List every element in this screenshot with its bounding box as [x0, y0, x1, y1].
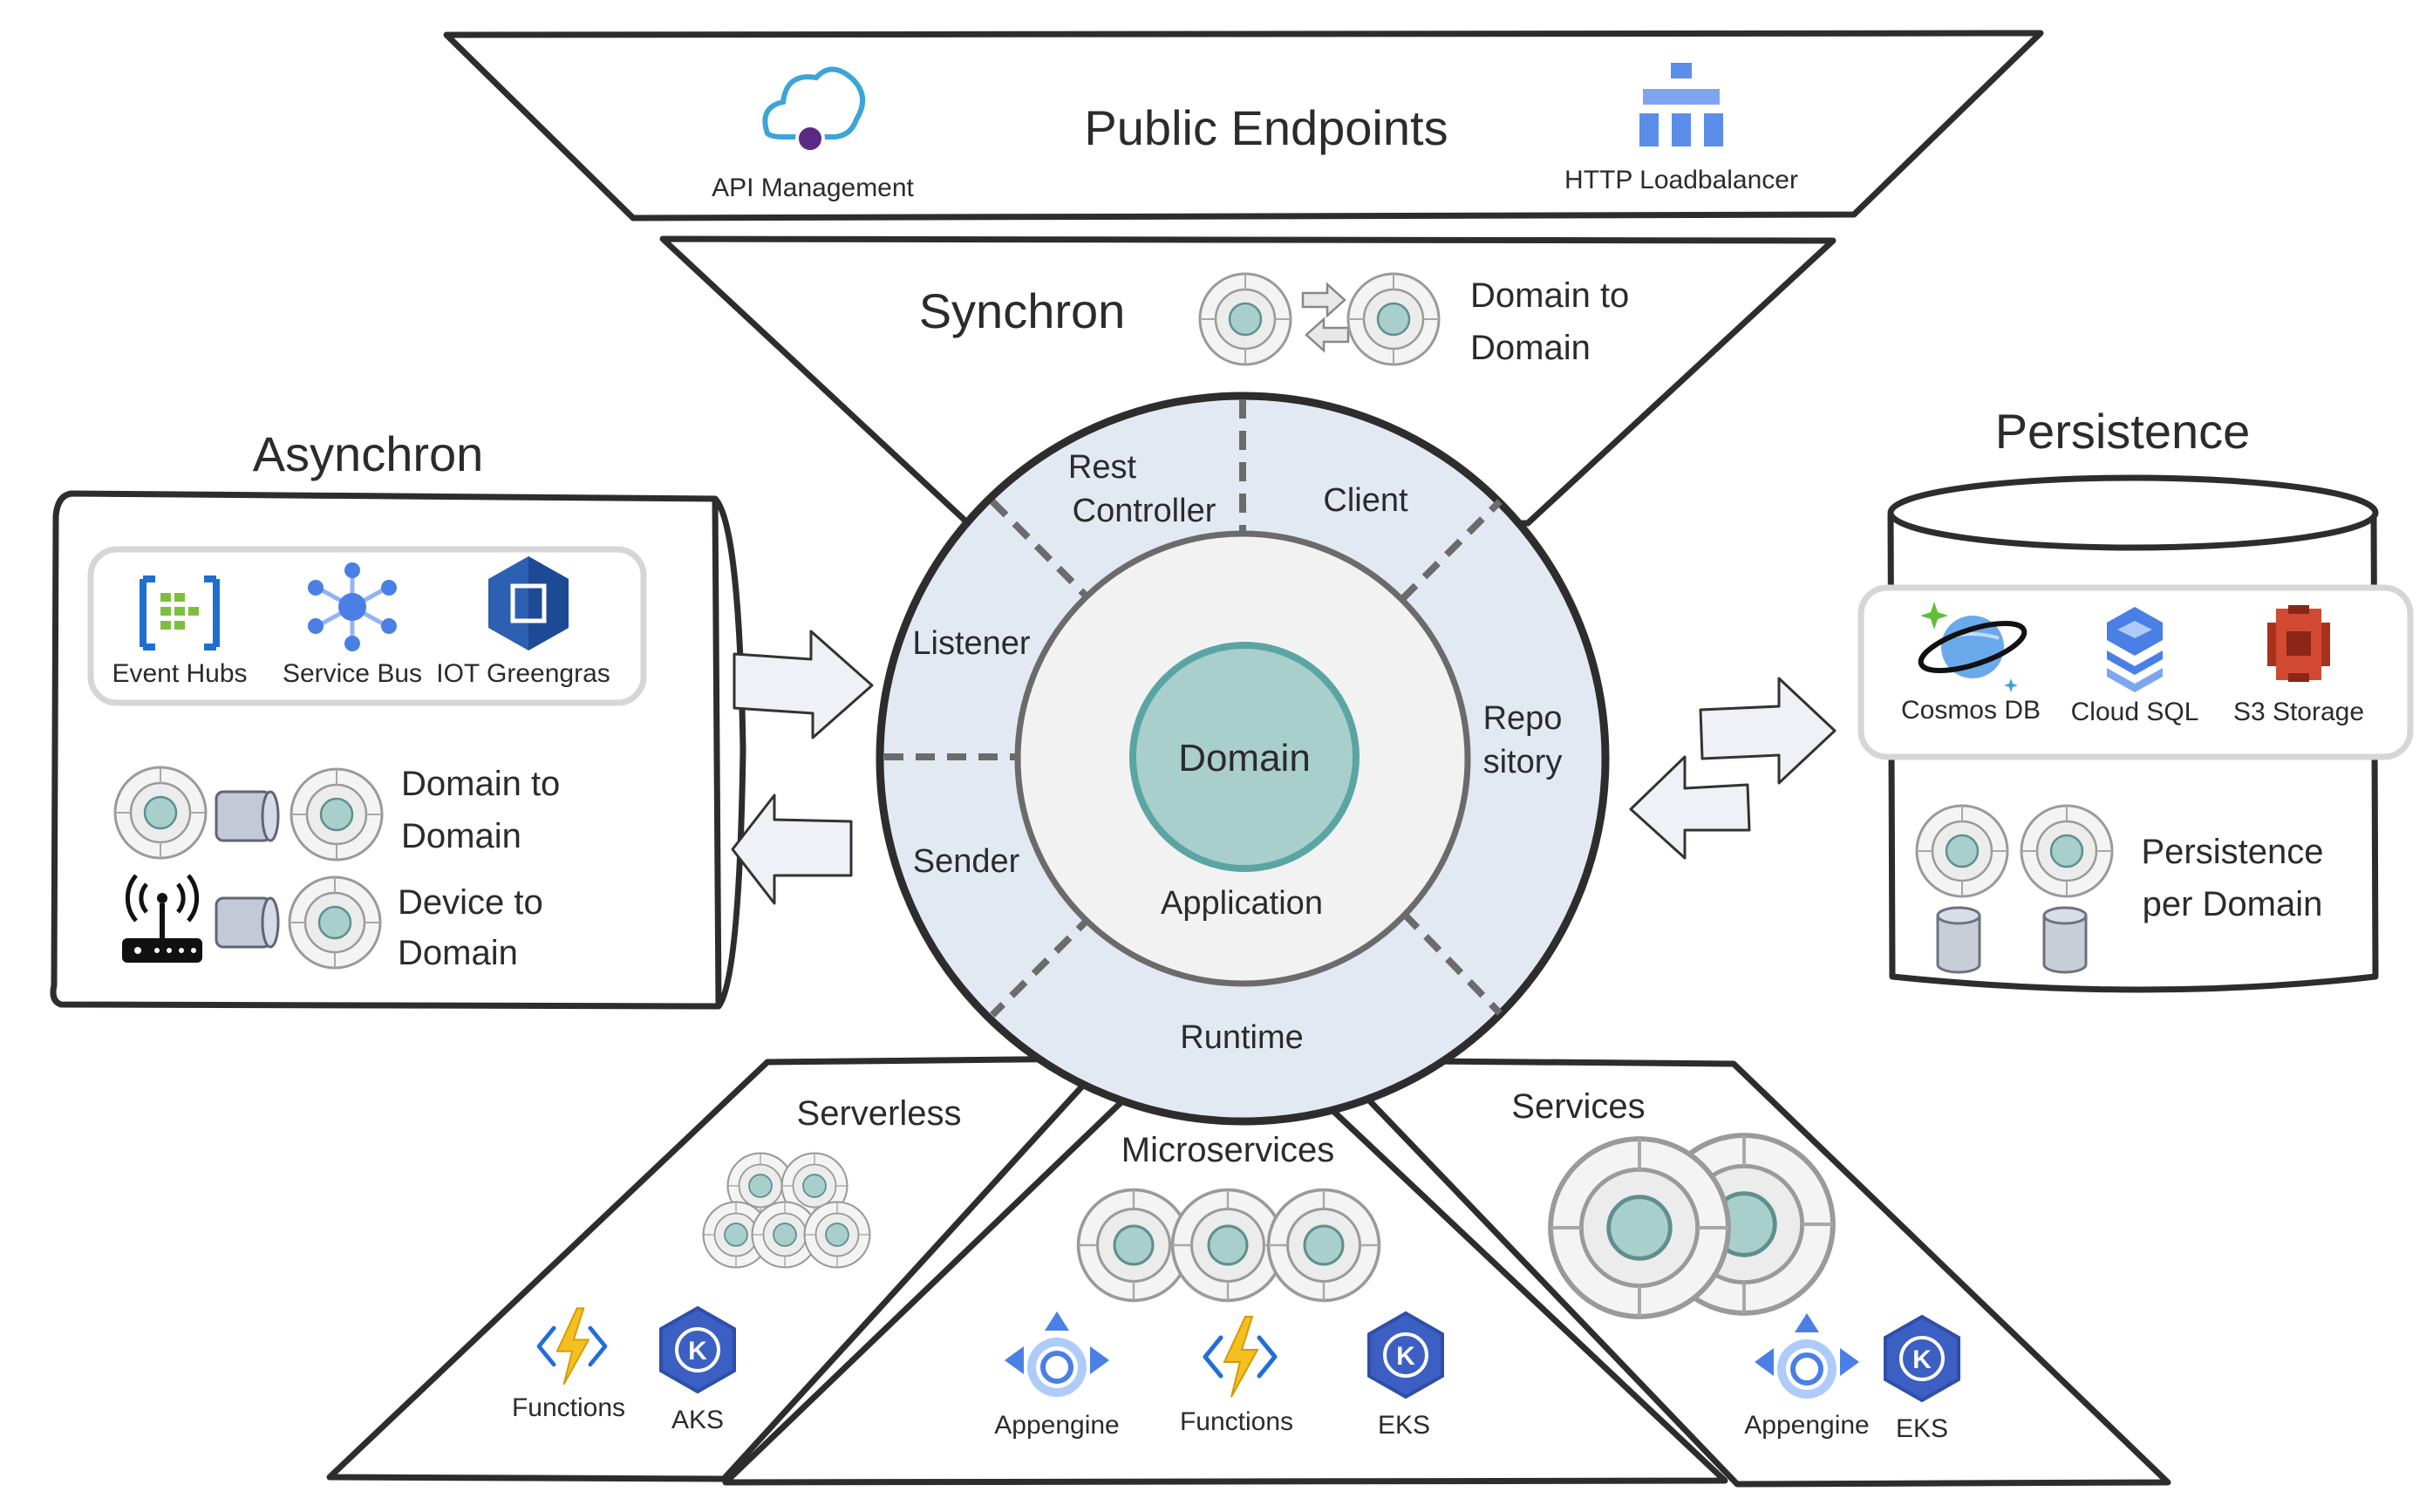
cloud-sql-icon [2107, 607, 2163, 692]
iot-greengrass-label: IOT Greengras [436, 659, 610, 688]
queue-icon [215, 790, 280, 842]
microservices-functions-label: Functions [1180, 1407, 1293, 1436]
device-to-domain-line1: Device to [398, 883, 543, 922]
iot-greengrass-icon [488, 556, 569, 650]
serverless-functions-label: Functions [512, 1393, 625, 1422]
microservices-title: Microservices [1121, 1131, 1334, 1169]
synchron-title: Synchron [919, 283, 1126, 338]
database-icon [1936, 906, 1981, 974]
persistence-inbound-arrow [1629, 755, 1751, 860]
domain-symbol-icon [1915, 804, 2009, 898]
async-inbound-arrow [733, 630, 874, 739]
sync-exchange-arrows-icon [1301, 282, 1350, 353]
service-bus-label: Service Bus [283, 659, 422, 688]
queue-icon [215, 896, 280, 949]
persistence-title: Persistence [1995, 404, 2251, 459]
synchron-domain-to-domain-line2: Domain [1470, 329, 1591, 367]
asynchron-title: Asynchron [253, 426, 484, 481]
services-appengine-label: Appengine [1744, 1411, 1869, 1440]
domain-circle [1129, 642, 1360, 872]
persistence-per-domain-line1: Persistence [2142, 833, 2324, 871]
domain-symbol-icon [1346, 272, 1441, 366]
persistence-panel: Persistence Cosmos DB Cloud SQL S3 Sto [1857, 404, 2414, 993]
repository-label-line1: Repo [1483, 700, 1563, 737]
synchron-domain-to-domain-line1: Domain to [1470, 276, 1629, 315]
services-title: Services [1511, 1087, 1645, 1126]
event-hubs-label: Event Hubs [112, 659, 247, 688]
domain-symbol-icon [113, 766, 208, 860]
domain-symbol-icon [2020, 804, 2114, 898]
http-loadbalancer-label: HTTP Loadbalancer [1564, 166, 1798, 194]
domain-symbol-icon [290, 767, 384, 862]
s3-storage-icon [2267, 605, 2330, 682]
services-domain-cluster [1550, 1135, 1833, 1317]
api-management-icon [762, 66, 865, 153]
repository-label-line2: sitory [1483, 744, 1563, 780]
microservices-appengine-label: Appengine [994, 1411, 1119, 1440]
runtime-label: Runtime [1180, 1019, 1304, 1056]
domain-symbol-icon [1198, 272, 1292, 366]
synchron-panel: Synchron Domain to Domain [659, 235, 1837, 527]
public-endpoints-panel: Public Endpoints API Management HTTP Loa… [443, 30, 2044, 221]
client-label: Client [1323, 482, 1408, 519]
s3-storage-label: S3 Storage [2233, 698, 2364, 726]
microservices-eks-label: EKS [1378, 1411, 1430, 1440]
listener-label: Listener [912, 625, 1031, 662]
domain-symbol-icon [288, 875, 382, 970]
cosmos-db-label: Cosmos DB [1901, 696, 2041, 725]
serverless-aks-label: AKS [671, 1406, 724, 1434]
microservices-domain-cluster [1076, 1188, 1381, 1303]
serverless-title: Serverless [797, 1094, 962, 1133]
core-circle: Domain Application Rest Controller Clien… [876, 392, 1610, 1126]
asynchron-panel: Asynchron Event Hubs Service Bus [50, 426, 746, 1010]
services-eks-label: EKS [1896, 1414, 1948, 1443]
cosmos-db-icon [1918, 602, 2028, 692]
rest-controller-label-line2: Controller [1073, 493, 1216, 529]
http-loadbalancer-icon [1639, 63, 1723, 146]
async-outbound-arrow [731, 793, 853, 905]
rest-controller-label-line1: Rest [1068, 449, 1137, 486]
services-panel: Services Appengine EKS [1327, 1057, 2171, 1488]
application-label: Application [1161, 885, 1323, 922]
sender-label: Sender [913, 843, 1020, 880]
persistence-per-domain-line2: per Domain [2143, 885, 2323, 923]
router-device-icon [122, 874, 202, 963]
serverless-panel: Serverless Functions AKS [326, 1055, 1111, 1482]
database-icon [2042, 906, 2088, 974]
persistence-outbound-arrow [1699, 677, 1837, 785]
cloud-sql-label: Cloud SQL [2071, 698, 2199, 726]
device-to-domain-line2: Domain [398, 934, 518, 972]
domain-label: Domain [1178, 737, 1311, 780]
async-domain-to-domain-line2: Domain [401, 817, 521, 855]
service-bus-icon [308, 562, 397, 651]
event-hubs-icon [140, 576, 220, 650]
api-management-label: API Management [712, 174, 914, 202]
public-endpoints-title: Public Endpoints [1084, 100, 1448, 155]
async-domain-to-domain-line1: Domain to [401, 765, 560, 803]
